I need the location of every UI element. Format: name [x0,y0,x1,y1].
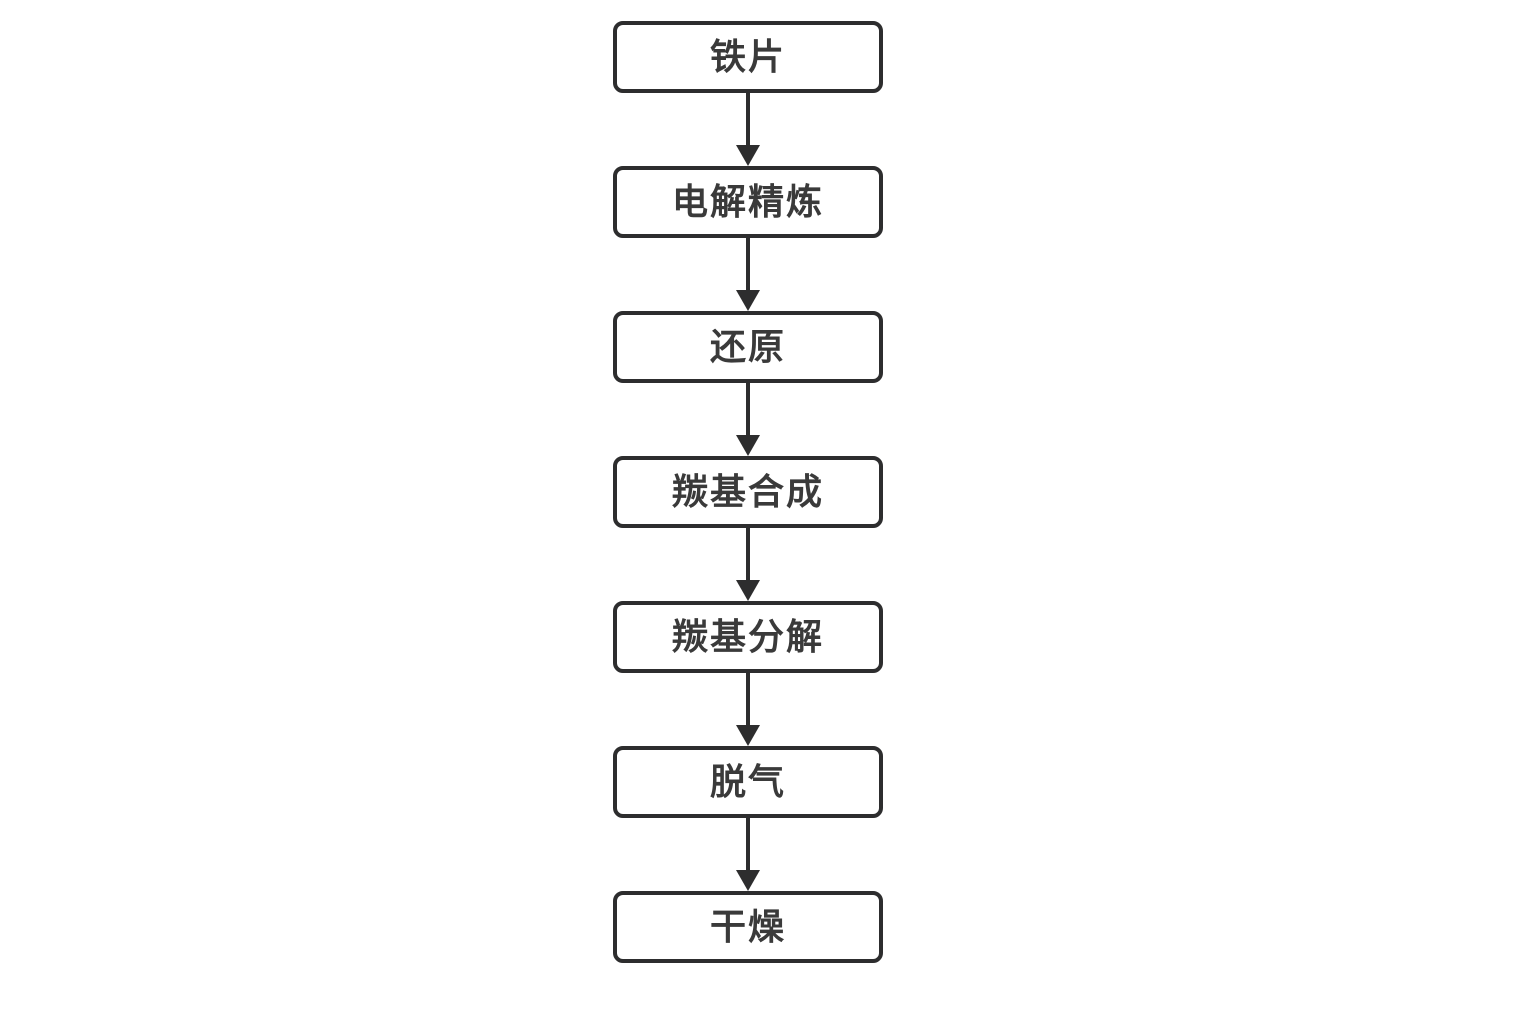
node-label: 脱气 [709,761,786,802]
node-label: 铁片 [709,36,786,77]
arrow-stem [746,383,750,436]
arrow-stem [746,238,750,291]
node-iron-sheet: 铁片 [613,21,883,93]
node-electrolytic-refining: 电解精炼 [613,166,883,238]
arrow-stem [746,93,750,146]
flow-arrow [736,673,760,746]
flow-arrow [736,93,760,166]
arrow-stem [746,818,750,871]
arrow-stem [746,528,750,581]
node-carbonyl-synthesis: 羰基合成 [613,456,883,528]
node-degassing: 脱气 [613,746,883,818]
arrow-down-icon [736,580,760,601]
node-label: 电解精炼 [671,181,824,222]
node-label: 羰基合成 [671,471,824,512]
arrow-down-icon [736,435,760,456]
node-label: 还原 [709,326,786,367]
arrow-down-icon [736,145,760,166]
flow-arrow [736,818,760,891]
node-drying: 干燥 [613,891,883,963]
flow-arrow [736,383,760,456]
process-flowchart: 铁片 电解精炼 还原 羰基合成 羰基分解 脱气 干燥 [613,21,883,963]
node-label: 羰基分解 [671,616,824,657]
arrow-down-icon [736,870,760,891]
arrow-down-icon [736,725,760,746]
flow-arrow [736,528,760,601]
flow-arrow [736,238,760,311]
arrow-stem [746,673,750,726]
arrow-down-icon [736,290,760,311]
node-reduction: 还原 [613,311,883,383]
node-carbonyl-decomposition: 羰基分解 [613,601,883,673]
node-label: 干燥 [709,906,786,947]
